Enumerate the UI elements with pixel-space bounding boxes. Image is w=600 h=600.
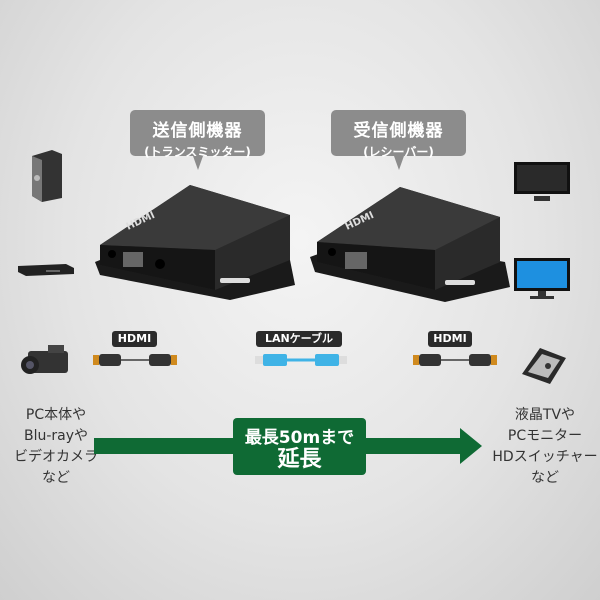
source-line: ビデオカメラ [14,449,98,465]
receiver-subtitle: (レシーバー) [363,145,434,159]
sink-line: PCモニター [507,428,583,444]
transmitter-device-image: HDMI [95,185,295,300]
receiver-callout: 受信側機器 (レシーバー) [331,110,466,170]
extension-line2: 延長 [277,447,322,472]
bluray-player-icon [18,264,74,276]
hdmi-cable-icon-right [413,354,497,366]
pc-monitor-icon [514,258,570,299]
sink-line: 液晶TVや [514,407,576,423]
sink-devices-text: 液晶TVや PCモニター HDスイッチャー など [485,405,600,489]
receiver-device-image: HDMI [310,187,510,302]
transmitter-subtitle: (トランスミッター) [144,145,251,159]
transmitter-title: 送信側機器 [152,121,243,141]
lan-cable-label: LANケーブル [256,331,342,347]
hd-switcher-icon [522,348,566,384]
sink-line: など [531,470,559,486]
source-line: など [42,470,70,486]
source-devices-text: PC本体や Blu-rayや ビデオカメラ など [0,405,116,489]
transmitter-callout: 送信側機器 (トランスミッター) [130,110,265,170]
hdmi-cable-icon-left [93,354,177,366]
sink-line: HDスイッチャー [492,449,598,465]
pc-tower-icon [32,150,62,202]
hdmi-cable-label-right: HDMI [428,331,472,347]
extension-line1: 最長50mまで [244,428,355,448]
extension-badge: 最長50mまで 延長 [233,418,366,475]
camcorder-icon [21,345,68,374]
source-line: Blu-rayや [23,428,89,444]
hdmi-cable-label-left: HDMI [112,331,157,347]
receiver-title: 受信側機器 [353,121,444,141]
tv-icon [514,162,570,201]
source-line: PC本体や [25,407,87,423]
lan-cable-icon [255,354,347,366]
